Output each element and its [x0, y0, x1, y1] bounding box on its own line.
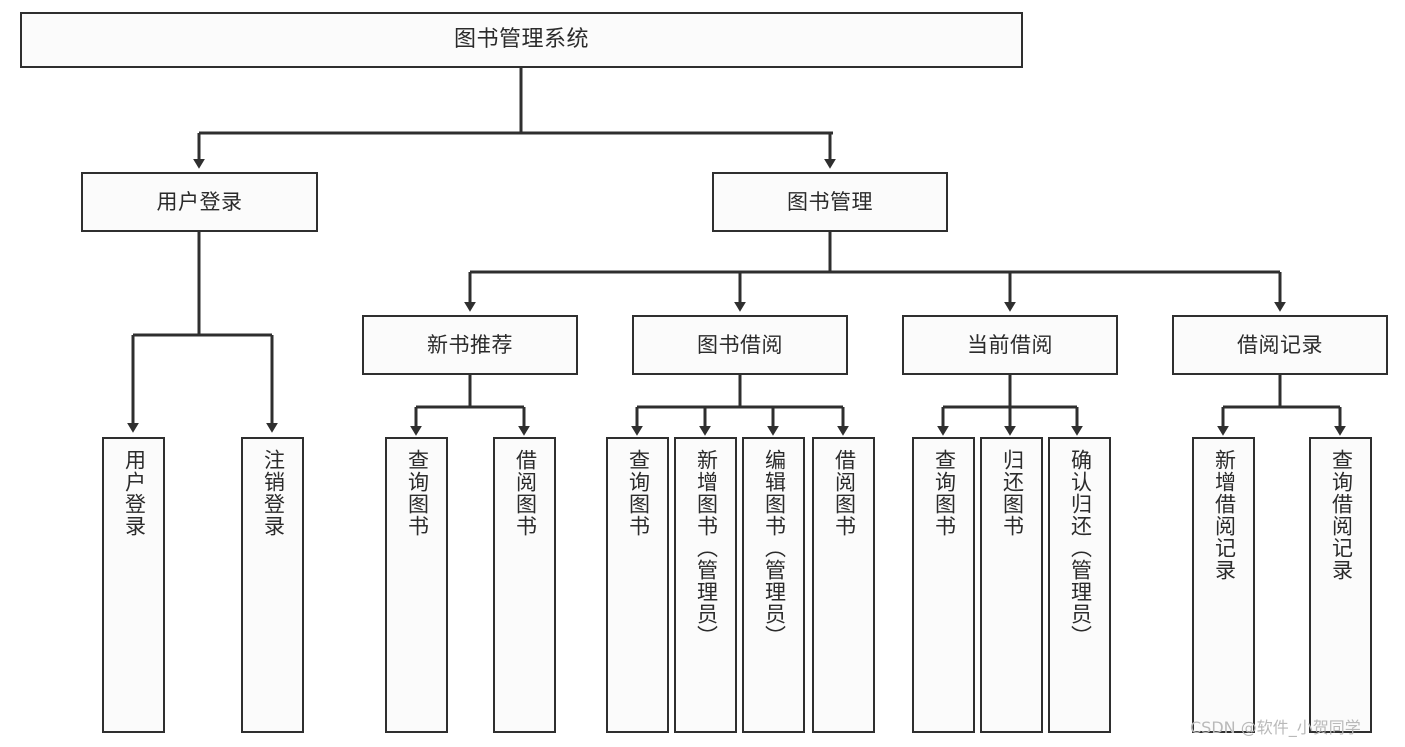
node-leaf-query-book-current[interactable]: 查询图书: [912, 437, 975, 733]
node-leaf-add-book-admin[interactable]: 新增图书（管理员）: [674, 437, 737, 733]
node-leaf-confirm-return-admin[interactable]: 确认归还（管理员）: [1048, 437, 1111, 733]
node-label: 借阅图书: [832, 449, 857, 537]
node-leaf-user-login[interactable]: 用户登录: [102, 437, 165, 733]
node-user-login[interactable]: 用户登录: [81, 172, 318, 232]
node-label: 确认归还（管理员）: [1068, 449, 1093, 647]
node-leaf-return-book[interactable]: 归还图书: [980, 437, 1043, 733]
node-label: 新书推荐: [427, 332, 513, 357]
watermark: CSDN @软件_小贺同学: [1190, 718, 1361, 737]
node-leaf-edit-book-admin[interactable]: 编辑图书（管理员）: [742, 437, 805, 733]
node-label: 当前借阅: [967, 332, 1053, 357]
node-leaf-borrow-book-recommendation[interactable]: 借阅图书: [493, 437, 556, 733]
node-leaf-query-book-recommendation[interactable]: 查询图书: [385, 437, 448, 733]
node-leaf-user-logout[interactable]: 注销登录: [241, 437, 304, 733]
node-leaf-borrow-book-borrowing[interactable]: 借阅图书: [812, 437, 875, 733]
node-book-borrowing[interactable]: 图书借阅: [632, 315, 848, 375]
node-label: 图书管理系统: [453, 27, 589, 53]
node-label: 图书管理: [787, 189, 873, 214]
node-label: 归还图书: [1000, 449, 1025, 537]
node-label: 图书借阅: [697, 332, 783, 357]
node-leaf-query-book-borrowing[interactable]: 查询图书: [606, 437, 669, 733]
node-book-management[interactable]: 图书管理: [712, 172, 948, 232]
node-label: 借阅图书: [513, 449, 538, 537]
node-leaf-add-borrowing-record[interactable]: 新增借阅记录: [1192, 437, 1255, 733]
node-leaf-query-borrowing-record[interactable]: 查询借阅记录: [1309, 437, 1372, 733]
node-borrowing-record[interactable]: 借阅记录: [1172, 315, 1388, 375]
node-label: 查询图书: [626, 449, 651, 537]
node-label: 查询借阅记录: [1329, 449, 1354, 581]
node-root-book-management-system[interactable]: 图书管理系统: [20, 12, 1023, 68]
node-label: 用户登录: [156, 189, 243, 214]
node-label: 新增图书（管理员）: [694, 449, 719, 647]
node-new-book-recommendation[interactable]: 新书推荐: [362, 315, 578, 375]
node-label: 新增借阅记录: [1212, 449, 1237, 581]
node-label: 查询图书: [405, 449, 430, 537]
node-current-borrowing[interactable]: 当前借阅: [902, 315, 1118, 375]
node-label: 查询图书: [932, 449, 957, 537]
node-label: 注销登录: [261, 449, 286, 537]
node-label: 用户登录: [122, 449, 147, 537]
node-label: 编辑图书（管理员）: [762, 449, 787, 647]
node-label: 借阅记录: [1237, 332, 1323, 357]
